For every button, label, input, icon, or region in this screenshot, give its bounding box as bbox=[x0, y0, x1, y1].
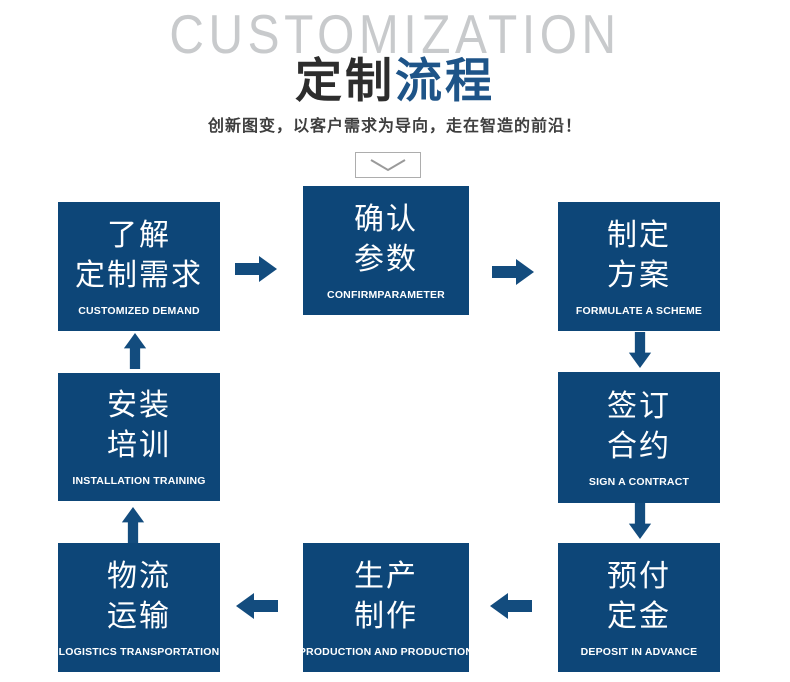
step-line1: 预付 bbox=[607, 559, 671, 593]
page-title-part1: 定制 bbox=[295, 54, 395, 107]
step-caption-en: LOGISTICS TRANSPORTATION bbox=[58, 645, 220, 658]
page-title-part2: 流程 bbox=[395, 54, 495, 107]
chevron-down-icon bbox=[370, 159, 406, 172]
step-box-confirm-parameter: 确认参数 CONFIRMPARAMETER bbox=[303, 186, 469, 315]
step-line1: 制定 bbox=[607, 218, 671, 252]
step-title-cn: 签订合约 bbox=[607, 387, 671, 467]
step-line2: 培训 bbox=[107, 429, 171, 462]
page-subtitle: 创新图变，以客户需求为导向，走在智造的前沿！ bbox=[207, 118, 582, 135]
step-title-cn: 确认参数 bbox=[354, 200, 418, 280]
step-line1: 了解 bbox=[107, 218, 171, 252]
step-caption-en: PRODUCTION AND PRODUCTION bbox=[298, 645, 474, 658]
step-caption-en: CUSTOMIZED DEMAND bbox=[78, 304, 200, 317]
step-caption-en: DEPOSIT IN ADVANCE bbox=[580, 645, 698, 658]
arrow-down-icon bbox=[628, 503, 652, 539]
step-box-sign-contract: 签订合约 SIGN A CONTRACT bbox=[558, 372, 720, 503]
step-line2: 制作 bbox=[354, 599, 418, 633]
page-title: 定制流程 bbox=[0, 52, 790, 110]
watermark-text: CUSTOMIZATION bbox=[169, 4, 621, 66]
arrow-left-icon bbox=[236, 592, 278, 620]
arrow-up-icon bbox=[121, 507, 145, 543]
step-title-cn: 制定方案 bbox=[607, 216, 671, 296]
step-line2: 定制需求 bbox=[75, 258, 203, 292]
arrow-left-icon bbox=[490, 592, 532, 620]
step-line2: 运输 bbox=[107, 599, 171, 633]
step-line2: 定金 bbox=[607, 599, 671, 633]
step-caption-en: CONFIRMPARAMETER bbox=[327, 288, 445, 301]
arrow-up-icon bbox=[123, 333, 147, 369]
arrow-right-icon bbox=[235, 255, 277, 283]
step-title-cn: 安装培训 bbox=[107, 386, 171, 466]
step-line1: 安装 bbox=[107, 389, 171, 422]
step-title-cn: 生产制作 bbox=[354, 557, 418, 637]
step-title-cn: 了解定制需求 bbox=[75, 216, 203, 296]
step-caption-en: INSTALLATION TRAINING bbox=[72, 475, 206, 487]
step-line2: 参数 bbox=[354, 242, 418, 276]
step-title-cn: 物流运输 bbox=[107, 557, 171, 637]
step-caption-en: SIGN A CONTRACT bbox=[588, 475, 690, 488]
step-box-installation-training: 安装培训 INSTALLATION TRAINING bbox=[58, 373, 220, 501]
step-title-cn: 预付定金 bbox=[607, 557, 671, 637]
step-line1: 物流 bbox=[107, 559, 171, 593]
step-box-formulate-scheme: 制定方案 FORMULATE A SCHEME bbox=[558, 202, 720, 331]
step-line1: 签订 bbox=[607, 389, 671, 423]
arrow-right-icon bbox=[492, 258, 534, 286]
step-box-customized-demand: 了解定制需求 CUSTOMIZED DEMAND bbox=[58, 202, 220, 331]
step-box-logistics-transportation: 物流运输 LOGISTICS TRANSPORTATION bbox=[58, 543, 220, 672]
step-line1: 生产 bbox=[354, 559, 418, 593]
step-box-deposit-in-advance: 预付定金 DEPOSIT IN ADVANCE bbox=[558, 543, 720, 672]
step-line2: 合约 bbox=[607, 429, 671, 463]
arrow-down-icon bbox=[628, 332, 652, 368]
step-caption-en: FORMULATE A SCHEME bbox=[575, 304, 703, 317]
connector-box bbox=[355, 152, 421, 178]
step-box-production: 生产制作 PRODUCTION AND PRODUCTION bbox=[299, 543, 473, 672]
step-line1: 确认 bbox=[354, 202, 418, 236]
step-line2: 方案 bbox=[607, 258, 671, 292]
